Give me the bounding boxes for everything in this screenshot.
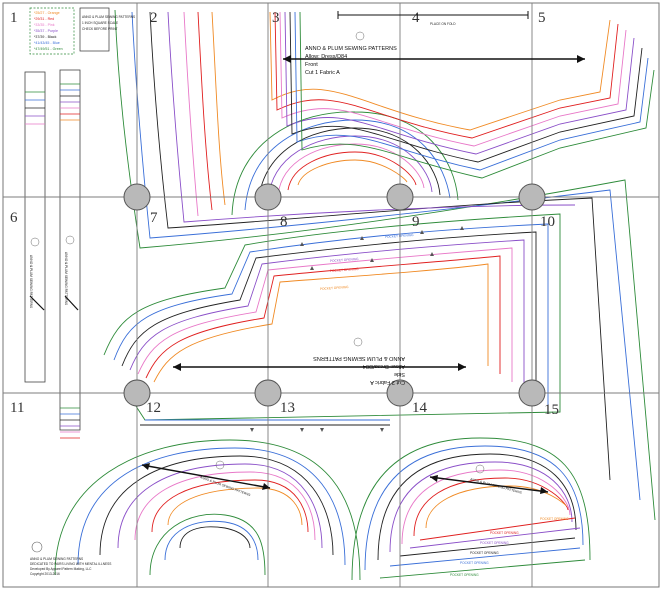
svg-text:Cut 1 Fabric A: Cut 1 Fabric A: [305, 70, 340, 76]
svg-text:ANNO & PLUM SEWING PATTERNS: ANNO & PLUM SEWING PATTERNS: [313, 355, 405, 361]
svg-text:ANNO & PLUM SEWING PATTERNS: ANNO & PLUM SEWING PATTERNS: [30, 557, 83, 561]
strip-left: [24, 71, 46, 383]
tile-number-12: 12: [146, 400, 161, 416]
tile-number-10: 10: [540, 214, 555, 230]
svg-text:ANNO & PLUM SEWING PATTERNS: ANNO & PLUM SEWING PATTERNS: [29, 255, 33, 308]
tile-number-15: 15: [544, 402, 559, 418]
registration-circle: [254, 183, 282, 211]
svg-text:PLACE ON FOLD: PLACE ON FOLD: [430, 22, 456, 26]
legend-orange: *25/27 - Orange: [34, 11, 60, 15]
svg-text:DEDICATED TO PAIRS LIVING WITH: DEDICATED TO PAIRS LIVING WITH MENTAL IL…: [30, 562, 111, 566]
legend-green: *47/49/51 - Green: [34, 47, 63, 51]
svg-text:POCKET OPENING: POCKET OPENING: [330, 257, 359, 263]
front-label: ANNO & PLUM SEWING PATTERNS Allow: Dress…: [283, 31, 585, 76]
front-piece-orange: [211, 11, 226, 206]
svg-text:Developed By Apparel Pattern M: Developed By Apparel Pattern Making, LLC: [30, 567, 92, 571]
registration-marks: [123, 183, 546, 407]
pocket-left-group: [54, 439, 361, 581]
svg-text:Side: Side: [394, 371, 405, 377]
strip-right: [59, 69, 81, 431]
registration-circle: [386, 379, 414, 407]
registration-circle: [518, 379, 546, 407]
front-piece-black: [149, 11, 611, 481]
side-grainline: [173, 363, 466, 371]
strip-labels: ANNO & PLUM SEWING PATTERNS ANNO & PLUM …: [29, 235, 75, 308]
svg-text:POCKET OPENING: POCKET OPENING: [540, 517, 569, 521]
svg-text:ANNO & PLUM SEWING PATTERNS: ANNO & PLUM SEWING PATTERNS: [64, 252, 68, 305]
svg-text:POCKET OPENING: POCKET OPENING: [470, 551, 499, 555]
svg-text:POCKET OPENING: POCKET OPENING: [450, 573, 479, 577]
legend-purple: *35/37 - Purple: [34, 29, 58, 33]
svg-text:Copyright 2013-2016: Copyright 2013-2016: [30, 572, 60, 576]
tile-number-8: 8: [280, 214, 288, 230]
svg-text:POCKET OPENING: POCKET OPENING: [330, 267, 359, 273]
tile-number-4: 4: [412, 10, 420, 26]
tile-grid: [3, 3, 659, 587]
svg-text:ANNO & PLUM SEWING PATTERNS: ANNO & PLUM SEWING PATTERNS: [82, 15, 135, 19]
side-size-labels: POCKET OPENING POCKET OPENING POCKET OPE…: [320, 233, 414, 291]
scale-box: ANNO & PLUM SEWING PATTERNS 1 INCH SQUAR…: [79, 7, 135, 52]
svg-text:Front: Front: [305, 62, 318, 68]
notch-marks: [250, 226, 464, 432]
svg-text:CHECK BEFORE PRINT: CHECK BEFORE PRINT: [82, 27, 118, 31]
svg-text:Allow: Dress/D84: Allow: Dress/D84: [363, 363, 405, 369]
pocket-right-group: [351, 437, 591, 581]
legend-pink: *33/35 - Pink: [34, 23, 55, 27]
registration-circle: [123, 183, 151, 211]
size-legend: *25/27 - Orange *29/31 - Red *33/35 - Pi…: [29, 7, 75, 55]
svg-text:Cut 2 Fabric A: Cut 2 Fabric A: [370, 379, 405, 385]
tile-number-11: 11: [10, 400, 24, 416]
registration-circle: [386, 183, 414, 211]
svg-text:POCKET OPENING: POCKET OPENING: [320, 285, 349, 291]
registration-circle: [518, 183, 546, 211]
svg-text:POCKET OPENING: POCKET OPENING: [490, 531, 519, 535]
footer-credit: ANNO & PLUM SEWING PATTERNS DEDICATED TO…: [30, 541, 111, 576]
front-piece-pink: [183, 11, 199, 217]
front-piece-blue: [131, 11, 641, 501]
tile-number-6: 6: [10, 210, 18, 226]
legend-blue: *41/43/45 - Blue: [34, 41, 60, 45]
svg-text:POCKET OPENING: POCKET OPENING: [460, 561, 489, 565]
side-label: Cut 2 Fabric A Side Allow: Dress/D84 ANN…: [313, 337, 405, 385]
tile-number-3: 3: [272, 10, 280, 26]
registration-circle: [254, 379, 282, 407]
registration-circle: [123, 379, 151, 407]
tile-number-9: 9: [412, 214, 420, 230]
tile-number-2: 2: [150, 10, 158, 26]
front-piece-red: [197, 11, 213, 211]
front-piece-purple: [167, 11, 576, 223]
side-piece-group: [103, 213, 561, 426]
left-strips: [24, 69, 81, 439]
tile-number-14: 14: [412, 400, 428, 416]
tile-number-1: 1: [10, 10, 18, 26]
svg-text:POCKET OPENING: POCKET OPENING: [480, 541, 509, 545]
front-piece-group: [114, 9, 656, 521]
svg-text:ANNO & PLUM SEWING PATTERNS: ANNO & PLUM SEWING PATTERNS: [305, 46, 397, 52]
svg-text:1 INCH SQUARE SCALE: 1 INCH SQUARE SCALE: [82, 21, 118, 25]
tile-number-13: 13: [280, 400, 295, 416]
tile-numbers: 1 2 3 4 5 6 7 8 9 10 11 12 13 14 15: [10, 10, 559, 418]
legend-black: *37/39 - Black: [34, 35, 57, 39]
tile-number-5: 5: [538, 10, 546, 26]
grainline-top: PLACE ON FOLD: [337, 11, 529, 26]
legend-red: *29/31 - Red: [34, 17, 54, 21]
tile-number-7: 7: [150, 210, 158, 226]
svg-text:Allow: Dress/D84: Allow: Dress/D84: [305, 54, 347, 60]
pocket-right-labels: POCKET OPENING POCKET OPENING POCKET OPE…: [450, 517, 569, 577]
svg-text:POCKET OPENING: POCKET OPENING: [385, 233, 414, 239]
